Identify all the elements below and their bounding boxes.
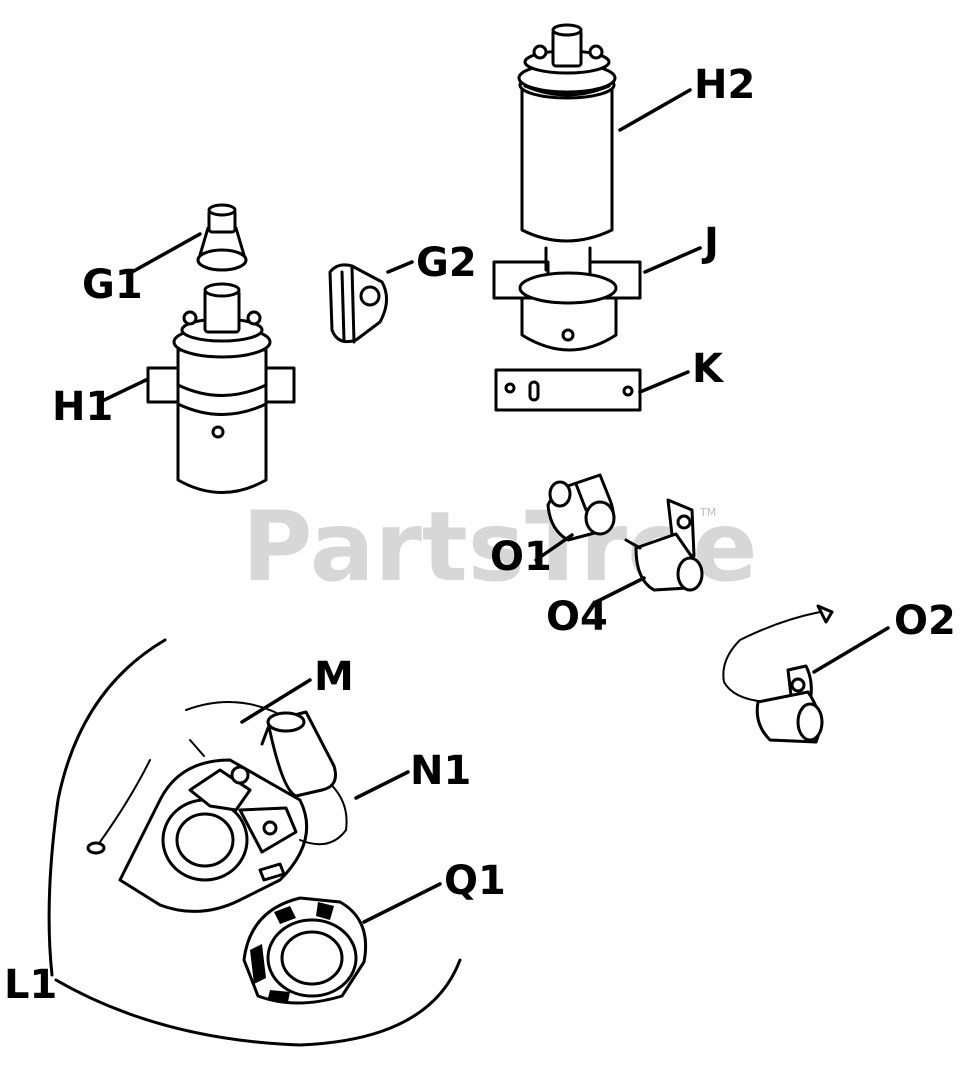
part-n1-breaker-plate <box>86 701 348 913</box>
leader-o2 <box>812 626 890 674</box>
part-o2-condenser <box>722 604 834 744</box>
leader-lines <box>98 88 890 924</box>
callout-o4: O4 <box>546 594 608 640</box>
callout-o2: O2 <box>894 598 956 644</box>
part-o4-condenser <box>624 498 704 592</box>
leader-h1 <box>98 378 148 404</box>
leader-h2 <box>618 88 692 132</box>
callout-h2: H2 <box>694 62 755 108</box>
callout-h1: H1 <box>52 384 113 430</box>
leader-n1 <box>354 770 410 800</box>
part-h2-coil <box>517 23 617 243</box>
watermark-trademark: TM <box>699 506 716 519</box>
leader-q1 <box>362 882 442 924</box>
group-l1-outline <box>47 638 462 1047</box>
leader-g2 <box>386 260 414 274</box>
part-o1-condenser <box>546 473 616 542</box>
part-q1-ring <box>242 896 368 1005</box>
leader-o4 <box>594 576 646 604</box>
part-g2-clip <box>328 263 388 344</box>
part-j-bracket <box>492 246 642 352</box>
callout-n1: N1 <box>410 748 471 794</box>
callout-o1: O1 <box>490 534 552 580</box>
callout-labels: H2 J K G1 G2 H1 O1 O4 O2 M N1 Q1 L1 <box>4 62 956 1008</box>
leader-o1 <box>534 533 574 562</box>
callout-g2: G2 <box>416 240 477 286</box>
leader-g1 <box>130 232 202 274</box>
callout-m: M <box>314 654 354 700</box>
leader-k <box>638 370 690 394</box>
callout-k: K <box>692 346 725 392</box>
callout-j: J <box>701 220 719 266</box>
part-h1-coil <box>146 282 296 494</box>
part-m-condenser <box>260 710 337 798</box>
callout-l1: L1 <box>4 962 57 1008</box>
part-g1-cap <box>196 203 248 272</box>
callout-g1: G1 <box>82 262 143 308</box>
leader-j <box>643 246 702 274</box>
callout-q1: Q1 <box>444 858 506 904</box>
part-k-plate <box>494 368 642 412</box>
leader-m <box>240 678 312 724</box>
